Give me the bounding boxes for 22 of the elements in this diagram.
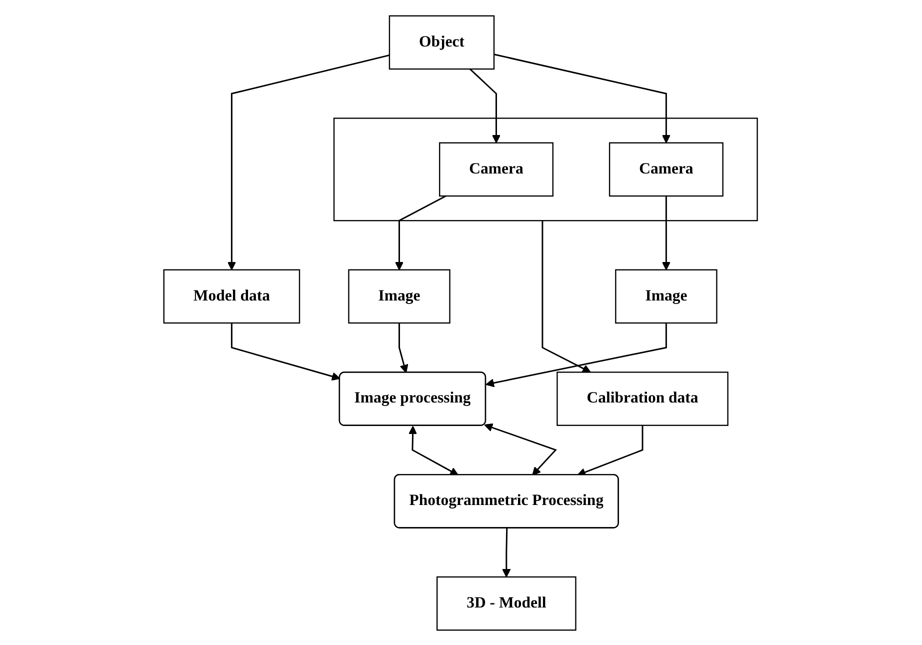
node-box: Image [615, 268, 718, 324]
arrow [578, 424, 644, 476]
cluster [334, 117, 758, 221]
arrow [486, 322, 668, 387]
node-box: Object [389, 14, 495, 70]
arrow [231, 322, 341, 380]
node-box: Image [348, 268, 451, 324]
arrow [470, 68, 501, 143]
node-box: Camera [609, 142, 724, 196]
node-box: 3D - Modell [436, 576, 577, 630]
node-box: Camera [439, 142, 554, 196]
node-box: Calibration data [557, 371, 729, 426]
arrow [398, 322, 409, 373]
arrow [484, 422, 558, 475]
arrow [408, 425, 459, 475]
arrow [395, 194, 447, 270]
arrow [228, 54, 390, 270]
arrow [502, 528, 512, 577]
node-box: Model data [164, 268, 300, 324]
arrow [662, 196, 671, 270]
arrow [494, 53, 671, 143]
arrow [542, 220, 592, 372]
